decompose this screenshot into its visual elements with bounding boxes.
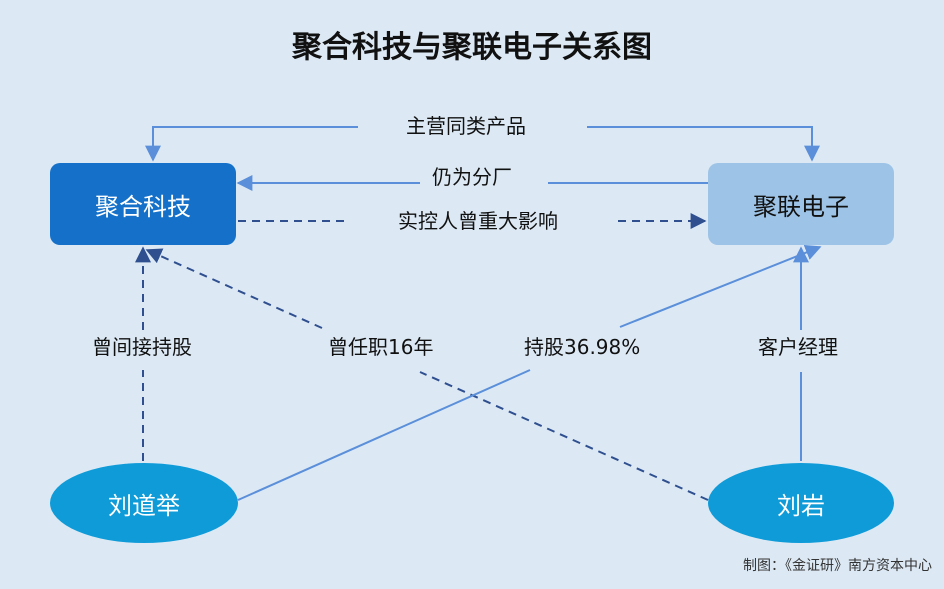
node-person-liu-daoju: 刘道举 (50, 463, 238, 543)
edge-held-post-lower (419, 371, 709, 501)
label-actual-control: 实控人曾重大影响 (392, 208, 564, 234)
node-company-juhe: 聚合科技 (50, 163, 236, 245)
edge-main-product-left (145, 126, 358, 162)
credit-text: 制图：《金证研》南方资本中心 (743, 558, 932, 574)
edge-main-product-right (587, 126, 820, 162)
label-indirect-share: 曾间接持股 (86, 334, 198, 360)
label-main-product: 主营同类产品 (400, 113, 532, 139)
edge-shareholding-lower (237, 369, 531, 501)
label-client-manager: 客户经理 (752, 334, 844, 360)
node-person-liu-yan: 刘岩 (708, 463, 894, 543)
edge-shareholding-upper (619, 244, 822, 328)
label-held-post: 曾任职16年 (322, 334, 440, 360)
label-still-factory: 仍为分厂 (426, 164, 518, 190)
edge-held-post-upper (145, 248, 323, 329)
label-shareholding: 持股36.98% (518, 334, 647, 360)
diagram-title: 聚合科技与聚联电子关系图 (292, 30, 652, 65)
node-company-julian: 聚联电子 (708, 163, 894, 245)
